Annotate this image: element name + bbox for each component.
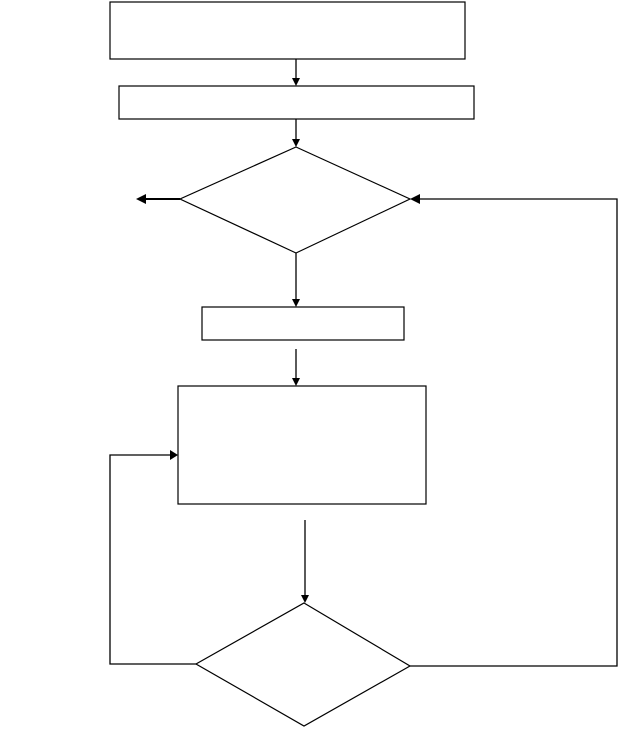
arrowhead-icon (292, 378, 300, 386)
process-box-4 (177, 385, 427, 505)
arrowhead-icon (136, 194, 146, 204)
arrowhead-icon (292, 139, 300, 147)
decision-diamond-1 (178, 146, 412, 254)
arrowhead-icon (292, 299, 300, 307)
arrowhead-icon (292, 78, 300, 86)
decision-diamond-2 (194, 602, 412, 727)
arrowhead-icon (170, 450, 178, 460)
process-box-3 (201, 306, 405, 341)
arrowhead-icon (410, 194, 420, 204)
arrowhead-icon (301, 595, 309, 603)
connector-decision2-loop-to-decision1 (410, 198, 618, 667)
connector-decision2-loop-to-box4 (109, 454, 196, 665)
process-box-2 (118, 85, 475, 120)
process-box-1 (109, 1, 466, 60)
